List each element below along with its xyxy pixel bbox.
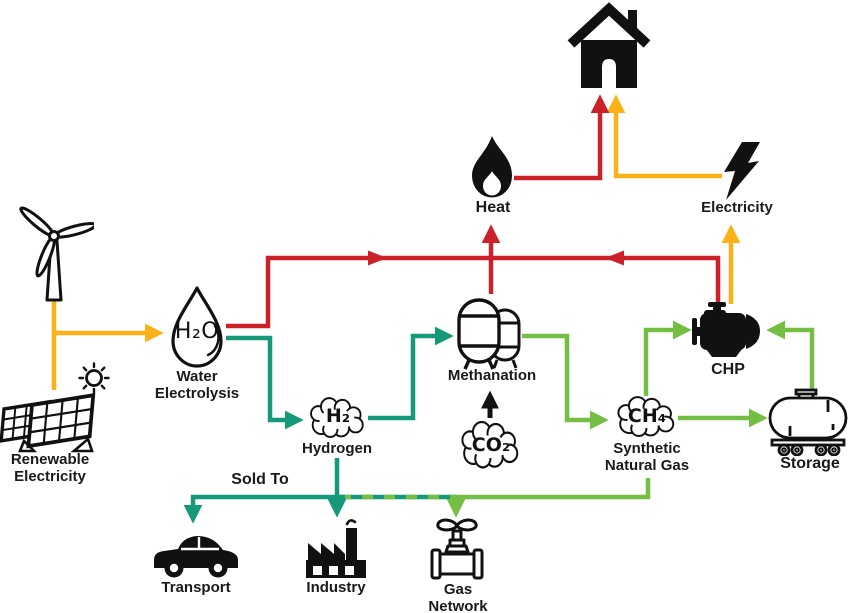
electricity-label: Electricity <box>701 199 773 216</box>
flow-heat-to-house <box>514 94 610 181</box>
flow-heat-bus <box>226 255 721 329</box>
heat-label: Heat <box>475 199 511 216</box>
gas-valve-icon <box>430 518 484 580</box>
flow-bus-to-transport <box>183 494 345 524</box>
wind-turbine-icon <box>19 206 94 302</box>
methanation-label: Methanation <box>447 367 537 384</box>
flow-sng-to-bus <box>452 478 651 500</box>
sun-icon <box>78 362 110 394</box>
co2-symbol: CO₂ <box>471 434 511 456</box>
flow-sng-to-chp <box>643 320 692 396</box>
car-icon <box>154 536 238 578</box>
flow-electricity-to-house <box>606 94 722 179</box>
heat-bus-arrow-left <box>605 250 624 266</box>
flow-electrolysis-to-hydrogen <box>226 335 304 430</box>
chp-engine-icon <box>692 302 760 357</box>
flame-icon <box>472 136 512 198</box>
solar-panel-icon <box>0 393 96 453</box>
flow-hydrogen-to-methanation <box>368 326 454 421</box>
flow-storage-to-chp <box>766 320 815 391</box>
house-icon <box>567 2 651 88</box>
factory-icon <box>306 519 366 578</box>
co2-cloud-icon <box>461 420 519 469</box>
storage-tank-icon <box>768 388 848 456</box>
h2o-symbol: H₂O <box>174 319 220 344</box>
reactor-vessels-icon <box>457 298 521 370</box>
transport-label: Transport <box>161 579 231 596</box>
ch4-symbol: CH₄ <box>627 405 667 427</box>
lightning-bolt-icon <box>724 142 760 200</box>
hydrogen-cloud-icon <box>310 397 364 438</box>
industry-label: Industry <box>306 579 366 596</box>
flow-methanation-to-sng <box>522 333 609 430</box>
sold-to-label: Sold To <box>231 471 289 488</box>
chp-label: CHP <box>711 361 745 378</box>
hydrogen-label: Hydrogen <box>301 440 372 457</box>
water-droplet-icon <box>171 286 223 368</box>
ch4-cloud-icon <box>617 396 675 437</box>
heat-bus-arrow-right <box>368 250 387 266</box>
h2-symbol: H₂ <box>325 405 351 427</box>
storage-label: Storage <box>780 455 840 472</box>
